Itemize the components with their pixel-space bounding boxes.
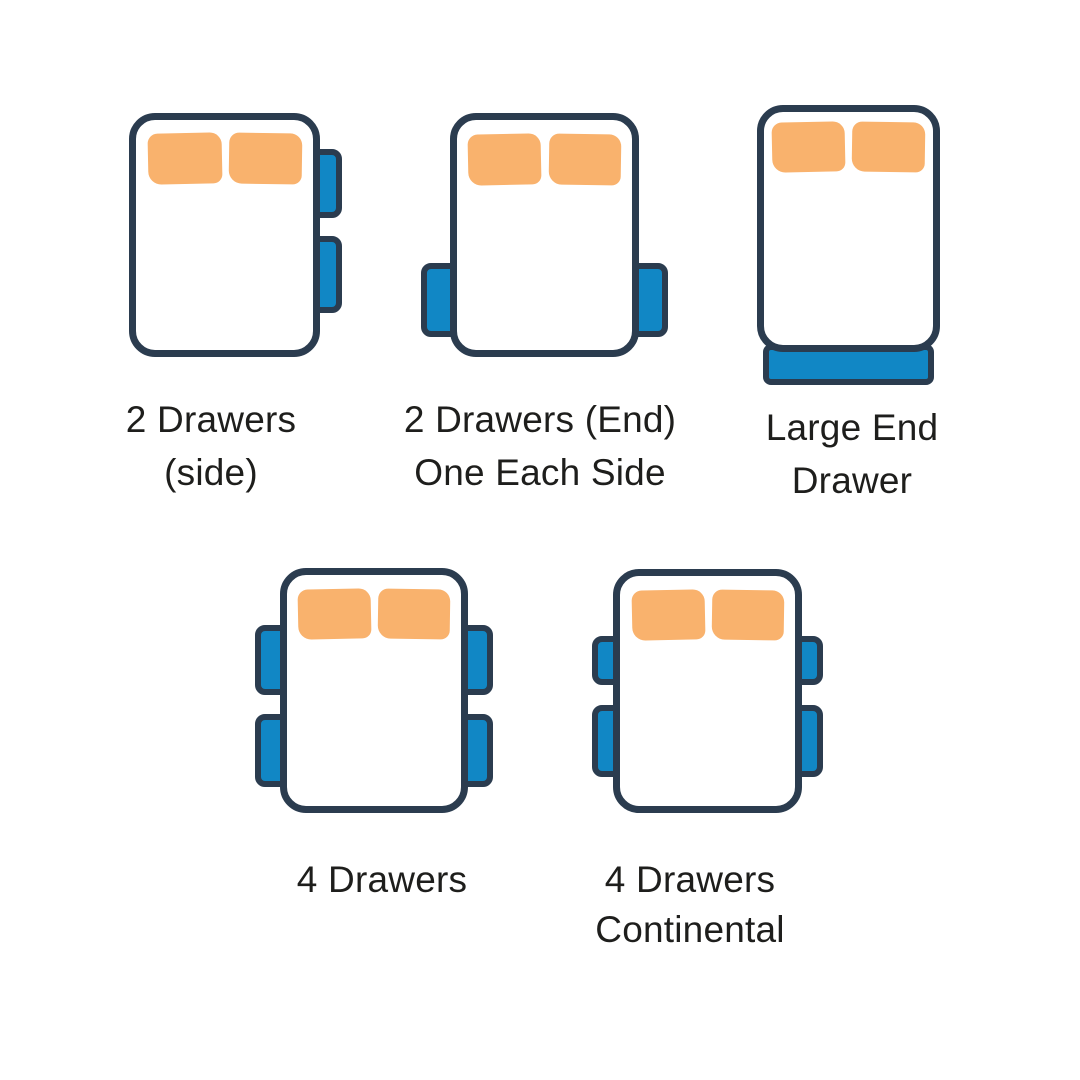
pillow-right	[711, 589, 785, 641]
bed-diagram-large-end-drawer	[757, 105, 940, 385]
pillow-right	[228, 132, 303, 185]
pillow-left	[147, 132, 223, 185]
label-line: 4 Drawers	[604, 859, 776, 900]
label-line: Continental	[595, 909, 785, 950]
label-line: Drawer	[791, 460, 913, 501]
label-4-drawers: 4 Drawers	[232, 855, 532, 905]
label-line: Large End	[765, 407, 939, 448]
bed-diagram-4-drawers	[255, 568, 493, 813]
pillow-left	[467, 133, 542, 186]
pillow-left	[771, 121, 846, 173]
label-line: 4 Drawers	[296, 859, 468, 900]
label-line: 2 Drawers	[125, 399, 297, 440]
label-2-drawers-end: 2 Drawers (End) One Each Side	[385, 393, 695, 499]
label-line: 2 Drawers (End)	[403, 399, 677, 440]
label-2-drawers-side: 2 Drawers (side)	[61, 393, 361, 499]
label-large-end-drawer: Large End Drawer	[702, 401, 1002, 507]
pillow-left	[631, 589, 706, 641]
pillow-right	[548, 133, 622, 186]
pillow-left	[297, 588, 372, 640]
label-line: One Each Side	[414, 452, 666, 493]
pillow-right	[377, 588, 451, 640]
label-line: (side)	[164, 452, 258, 493]
bed-diagram-2-drawers-end	[421, 113, 668, 357]
pillow-right	[851, 121, 926, 173]
bed-diagram-4-drawers-continental	[592, 569, 823, 813]
label-4-drawers-continental: 4 Drawers Continental	[540, 855, 840, 955]
bed-diagram-2-drawers-side	[129, 113, 342, 357]
